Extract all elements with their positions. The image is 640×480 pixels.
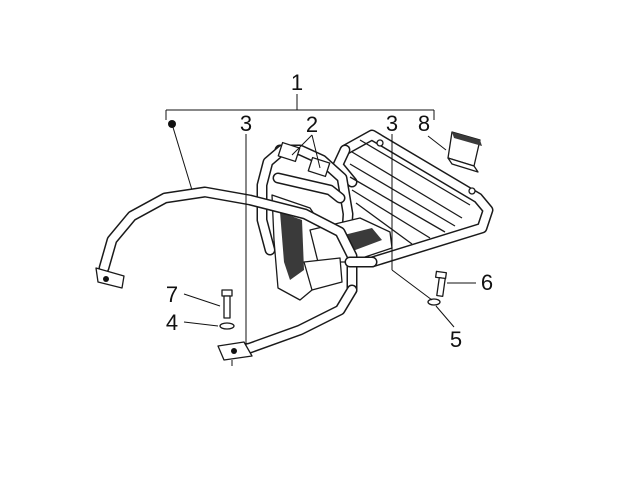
rubber-grip-pad bbox=[447, 131, 482, 173]
callout-6: 6 bbox=[481, 270, 493, 295]
callout-7: 7 bbox=[166, 282, 178, 307]
washer-left bbox=[219, 322, 235, 330]
screw-left bbox=[221, 289, 233, 319]
callout-8: 8 bbox=[418, 111, 430, 136]
rack-platform bbox=[332, 129, 494, 268]
callout-3-right: 3 bbox=[386, 111, 398, 136]
callout-4: 4 bbox=[166, 310, 178, 335]
callout-2: 2 bbox=[306, 112, 318, 137]
callout-3-left: 3 bbox=[240, 111, 252, 136]
washer-right bbox=[427, 298, 441, 306]
assembly-bracket bbox=[165, 94, 435, 120]
leader-lines bbox=[183, 134, 476, 346]
screw-right bbox=[434, 270, 448, 297]
callout-5: 5 bbox=[450, 327, 462, 352]
callout-1: 1 bbox=[291, 70, 303, 95]
left-rail bbox=[95, 186, 378, 366]
